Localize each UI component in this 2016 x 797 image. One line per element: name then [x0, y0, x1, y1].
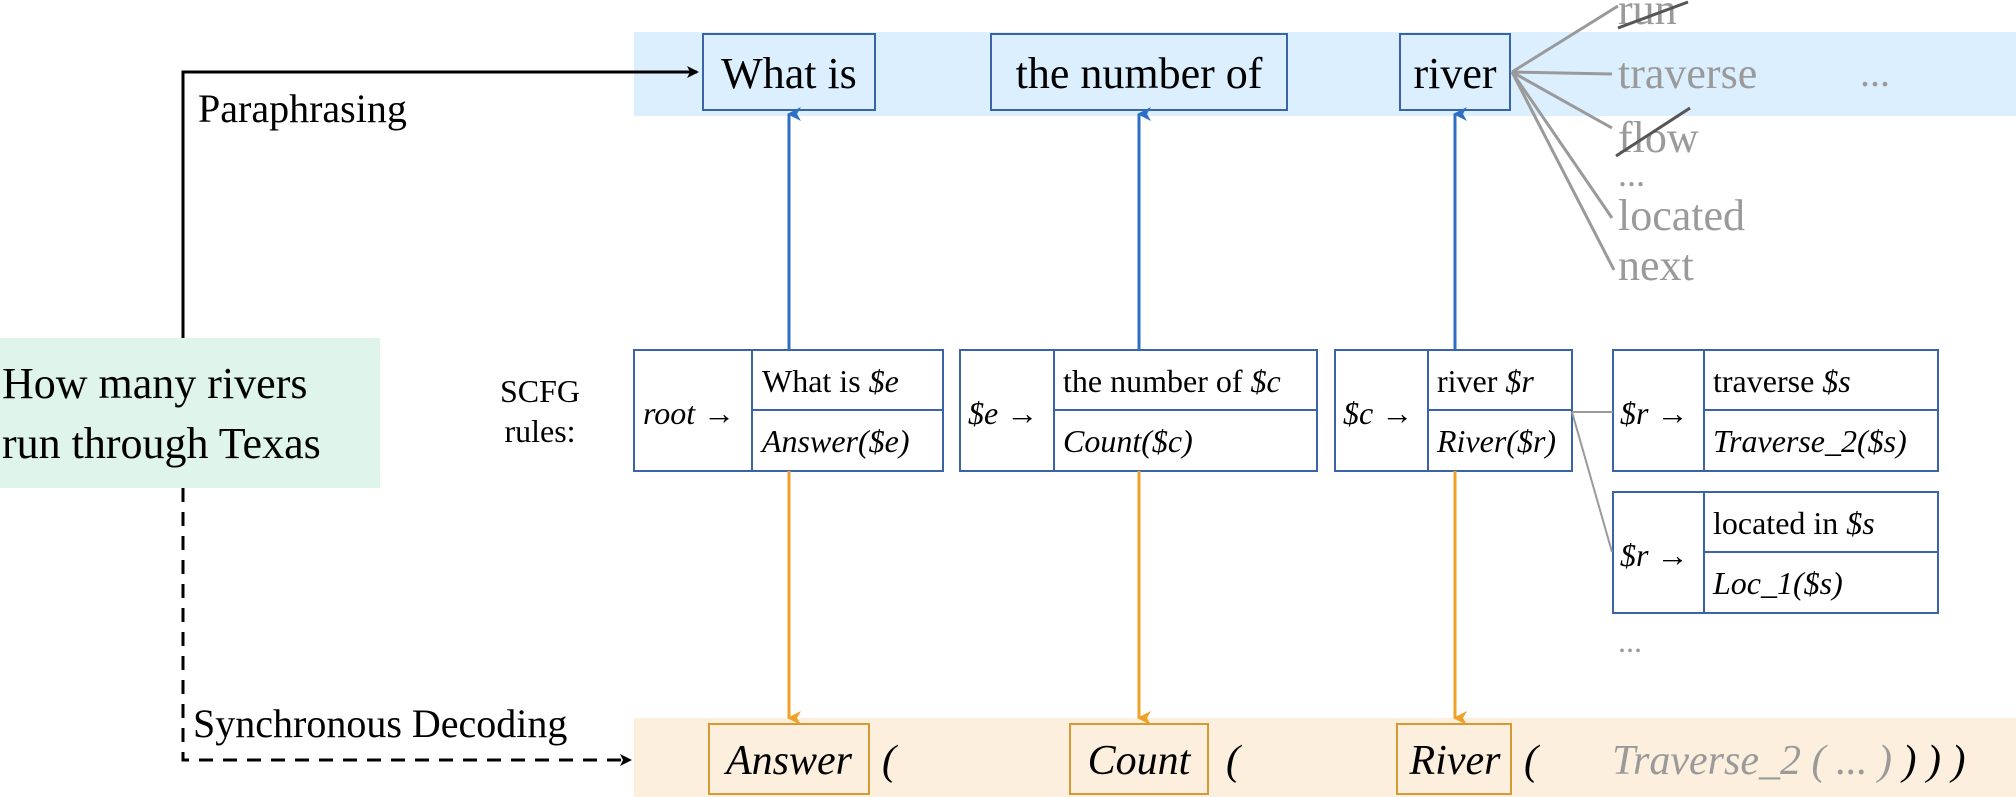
lf-token: Count [1069, 723, 1209, 795]
paraphrase-band [634, 32, 2016, 116]
alternatives-fan [1510, 4, 1619, 271]
input-line-2: run through Texas [2, 419, 321, 468]
rule-branch-connector [1571, 411, 1613, 553]
scfg-rule: $r → located in $s Loc_1($s) [1612, 491, 1939, 614]
lf-open-paren: ( [882, 738, 899, 784]
lf-token: River [1396, 723, 1512, 795]
paraphrase-token: the number of [990, 33, 1288, 111]
paraphrase-token: What is [702, 33, 876, 111]
rule-lhs: $r → [1620, 395, 1688, 431]
strike-line [1615, 106, 1691, 158]
alternative-word: flow [1618, 113, 1699, 162]
svg-text:Count: Count [1088, 738, 1192, 784]
input-line-1: How many rivers [2, 359, 308, 408]
paraphrasing-label: Paraphrasing [198, 86, 407, 131]
rules-label-line-2: rules: [504, 413, 575, 449]
svg-text:the number of: the number of [1016, 49, 1263, 98]
scfg-rule: $r → traverse $s Traverse_2($s) [1612, 349, 1939, 472]
rule-lf: Traverse_2($s) [1713, 423, 1907, 459]
rule-lf: Answer($e) [760, 423, 910, 459]
lf-token: Answer [708, 723, 870, 795]
scfg-rule: root → What is $e Answer($e) [633, 349, 944, 472]
paraphrase-ellipsis: ... [1860, 50, 1890, 95]
rule-nl: traverse $s [1713, 363, 1851, 399]
rule-lf: River($r) [1436, 423, 1556, 459]
alternative-word: next [1618, 241, 1694, 290]
scfg-rule: $e → the number of $c Count($c) [959, 349, 1318, 472]
input-question: How many rivers run through Texas [0, 338, 380, 488]
rule-lhs: $c → [1343, 395, 1413, 431]
svg-text:river: river [1413, 49, 1496, 98]
rules-label-line-1: SCFG [500, 373, 580, 409]
rule-lf: Loc_1($s) [1712, 565, 1843, 601]
lf-open-paren: ( [1226, 738, 1243, 784]
logical-form-band [634, 718, 2016, 797]
synchronous-decoding-label: Synchronous Decoding [193, 701, 567, 746]
rule-nl: located in $s [1713, 505, 1875, 541]
alternative-word: traverse [1618, 49, 1757, 98]
svg-text:Answer: Answer [723, 738, 853, 784]
svg-text:What is: What is [721, 49, 857, 98]
rule-lhs: $e → [968, 395, 1038, 431]
rule-nl: the number of $c [1063, 363, 1281, 399]
lf-tail: Traverse_2 ( ... ) ) ) ) [1612, 738, 1965, 784]
synchronous-decoding-arrow [181, 488, 632, 766]
scfg-rule: $c → river $r River($r) [1334, 349, 1573, 472]
rule-lhs: $r → [1620, 537, 1688, 573]
lf-open-paren: ( [1524, 738, 1541, 784]
rule-lf: Count($c) [1063, 423, 1193, 459]
rules-ellipsis: ... [1618, 623, 1642, 659]
alternative-words: run traverse flow ... located next [1615, 0, 1757, 290]
strike-line [1617, 0, 1689, 30]
svg-text:River: River [1409, 738, 1502, 784]
rule-nl: What is $e [762, 363, 899, 399]
rule-nl: river $r [1437, 363, 1534, 399]
paraphrasing-arrow [181, 66, 699, 338]
alternative-word: ... [1618, 154, 1645, 194]
alternative-word: located [1618, 191, 1745, 240]
rule-lhs: root → [643, 395, 735, 431]
